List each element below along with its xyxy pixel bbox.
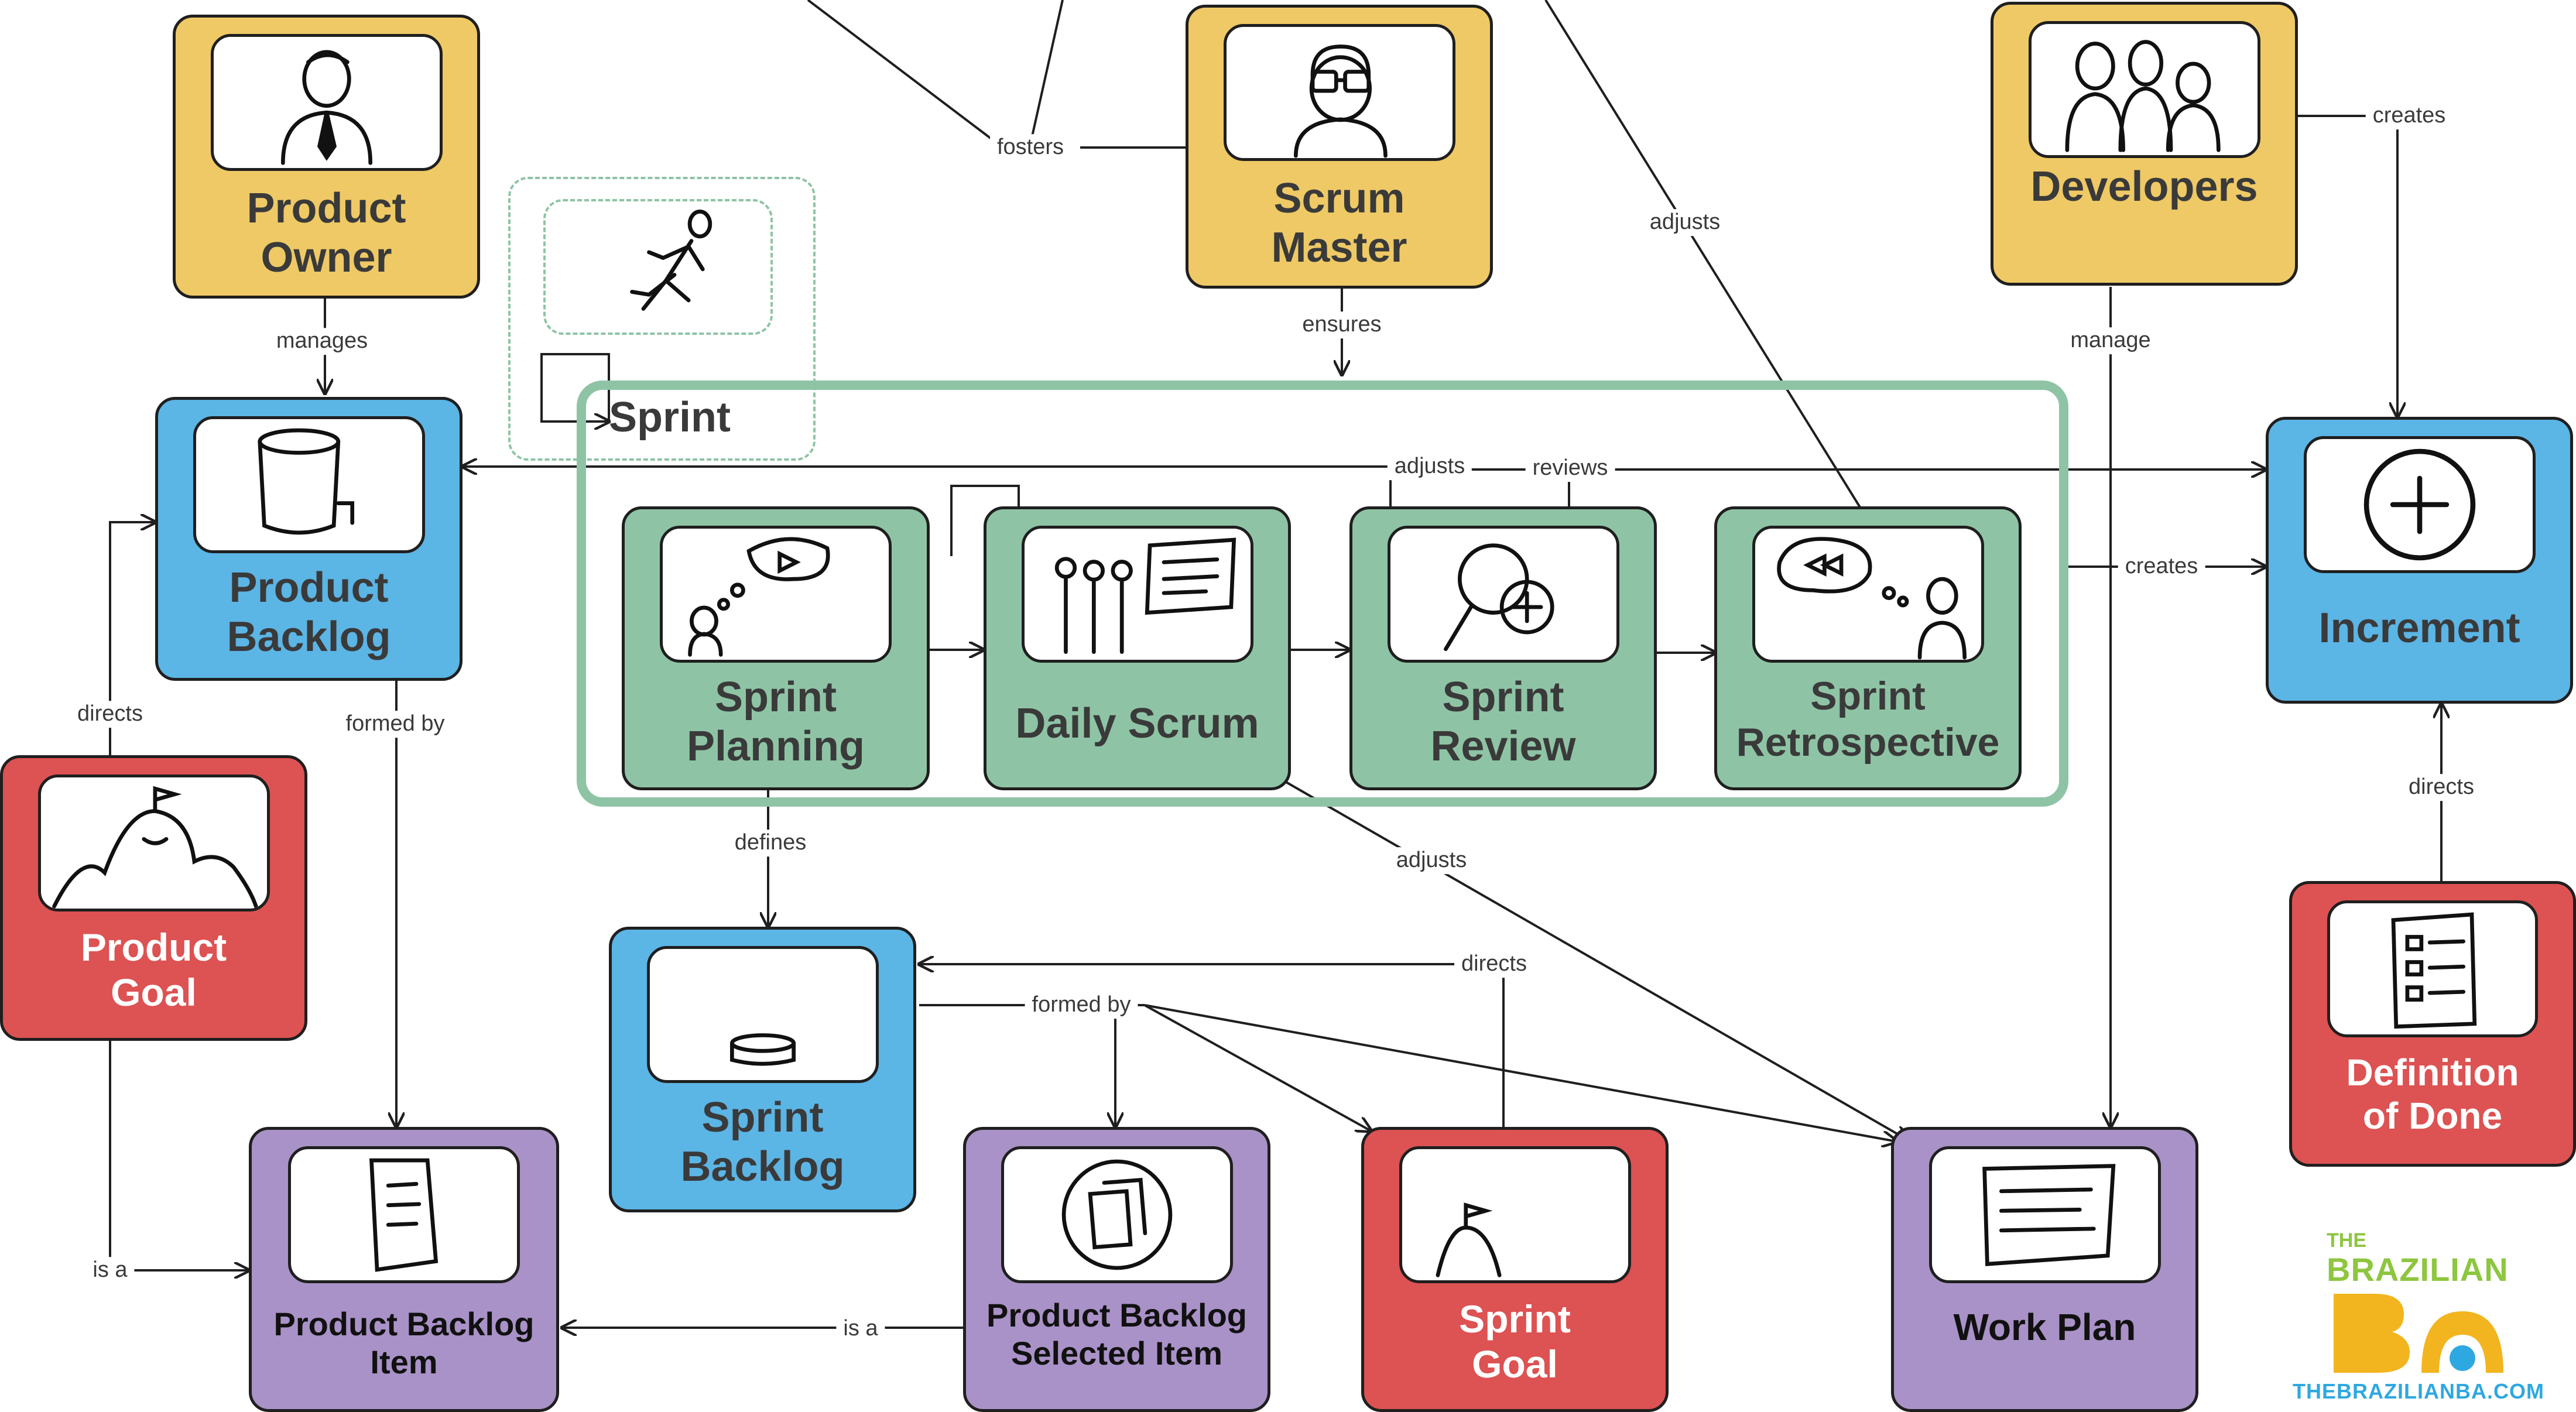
daily-scrum-label: Daily Scrum [1015, 700, 1259, 747]
product-backlog-node[interactable]: Product Backlog [155, 397, 463, 681]
sprint-backlog-label: Sprint Backlog [680, 1094, 845, 1190]
sprint-goal-label: Sprint Goal [1459, 1297, 1571, 1386]
product-backlog-item-node[interactable]: Product Backlog Item [249, 1127, 559, 1412]
scrum-master-label: Scrum Master [1271, 175, 1407, 271]
ba-logo-icon [2334, 1294, 2503, 1373]
edge-label-fosters: fosters [989, 134, 1071, 161]
documents-circle-icon [1001, 1146, 1233, 1283]
sprint-backlog-node[interactable]: Sprint Backlog [609, 927, 916, 1212]
increment-label: Increment [2318, 605, 2520, 652]
edge-label-adjusts-backlog: adjusts [1387, 453, 1472, 480]
definition-of-done-node[interactable]: Definition of Done [2289, 881, 2576, 1167]
sprint-review-label: Sprint Review [1430, 674, 1576, 770]
edge-label-is-a-goal: is a [85, 1257, 135, 1284]
edge-label-manage: manage [2063, 327, 2158, 354]
person-with-tie-icon [210, 34, 443, 171]
scrum-master-node[interactable]: Scrum Master [1186, 5, 1493, 289]
edge-label-defines: defines [727, 830, 814, 856]
definition-of-done-label: Definition of Done [2346, 1051, 2519, 1137]
work-plan-label: Work Plan [1953, 1306, 2136, 1348]
checklist-icon [2327, 900, 2538, 1037]
edge-label-directs-dod: directs [2402, 774, 2481, 801]
edge-label-adjusts-retrospective: adjusts [1642, 209, 1728, 236]
edge-label-directs-sprint-goal: directs [1454, 951, 1534, 978]
edge-label-formed-by-backlog: formed by [338, 711, 452, 738]
sprint-goal-node[interactable]: Sprint Goal [1361, 1127, 1669, 1412]
sprint-icon-frame [508, 177, 816, 461]
thinking-person-icon [660, 526, 892, 663]
product-backlog-label: Product Backlog [227, 564, 391, 660]
sprint-planning-node[interactable]: Sprint Planning [622, 506, 930, 790]
sprint-title: Sprint [609, 394, 731, 441]
mountain-flag-icon [37, 774, 270, 911]
edge-label-manages: manages [269, 328, 375, 355]
person-with-glasses-icon [1223, 24, 1455, 161]
rewind-thought-icon [1752, 526, 1984, 663]
plan-paper-icon [1928, 1146, 2161, 1283]
edge-label-ensures: ensures [1295, 311, 1389, 338]
magnifier-plus-icon [1387, 526, 1619, 663]
document-icon [288, 1146, 520, 1283]
brand-url: THEBRAZILIANBA.COM [2293, 1379, 2544, 1403]
group-of-people-icon [2028, 21, 2260, 158]
developers-node[interactable]: Developers [1991, 2, 2298, 286]
developers-label: Developers [2030, 163, 2258, 210]
edge-label-creates-sprint: creates [2118, 553, 2205, 580]
cylinder-icon [193, 416, 425, 553]
hill-flag-icon [1399, 1146, 1631, 1283]
product-goal-label: Product Goal [80, 926, 227, 1014]
brand-name: BRAZILIAN [2327, 1251, 2509, 1288]
product-backlog-selected-item-node[interactable]: Product Backlog Selected Item [963, 1127, 1270, 1412]
sprint-review-node[interactable]: Sprint Review [1349, 506, 1657, 790]
product-owner-node[interactable]: Product Owner [173, 15, 480, 299]
increment-node[interactable]: Increment [2266, 417, 2573, 704]
edge-label-reviews: reviews [1525, 455, 1615, 482]
work-plan-node[interactable]: Work Plan [1891, 1127, 2198, 1412]
plus-circle-icon [2303, 436, 2536, 573]
product-owner-label: Product Owner [246, 185, 406, 281]
sprint-retrospective-node[interactable]: Sprint Retrospective [1714, 506, 2022, 790]
sprint-retrospective-label: Sprint Retrospective [1736, 674, 2000, 765]
standup-meeting-icon [1021, 526, 1253, 663]
edge-label-directs-product-goal: directs [70, 701, 150, 728]
sprint-frame [577, 381, 2068, 807]
brand-logo: THE BRAZILIAN THEBRAZILIANBA.COM [2293, 1229, 2544, 1405]
small-cylinder-icon [646, 946, 879, 1083]
product-backlog-selected-item-label: Product Backlog Selected Item [986, 1297, 1247, 1372]
edge-label-creates-developers: creates [2365, 102, 2453, 129]
edge-label-formed-by-sprint-backlog: formed by [1025, 992, 1138, 1019]
product-goal-node[interactable]: Product Goal [0, 755, 307, 1041]
sprint-planning-label: Sprint Planning [687, 674, 865, 770]
product-backlog-item-label: Product Backlog Item [273, 1305, 535, 1380]
running-person-icon [543, 199, 773, 335]
brand-the: THE [2327, 1229, 2366, 1252]
edge-label-is-a-selected-item: is a [836, 1315, 885, 1342]
daily-scrum-node[interactable]: Daily Scrum [984, 506, 1291, 790]
edge-label-adjusts-work-plan: adjusts [1389, 847, 1474, 874]
